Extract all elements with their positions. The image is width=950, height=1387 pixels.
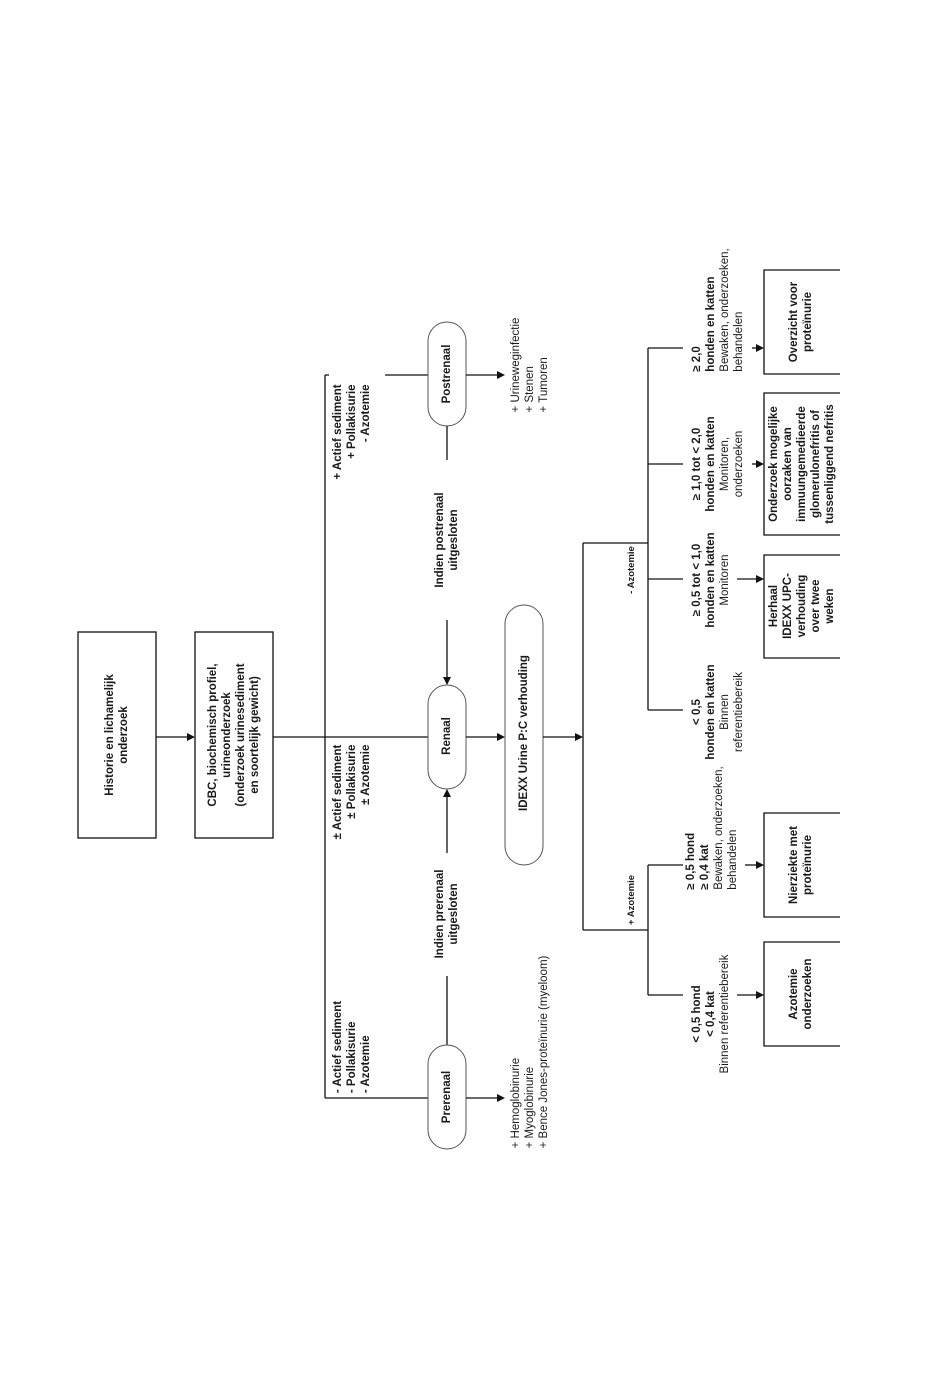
prerenal-exclusion-label: Indien prerenaal uitgesloten xyxy=(434,869,460,959)
arrow-head xyxy=(497,1094,505,1102)
upc-node-shape xyxy=(504,604,544,866)
start-label: Historie en lichamelijk onderzoek xyxy=(104,674,130,796)
action-box-onderzoek xyxy=(763,392,840,536)
action-box-azotemie xyxy=(763,941,840,1047)
action-box-nierziekte xyxy=(763,812,840,918)
action-box-herhaal xyxy=(763,554,840,659)
azotemia-label: + Azotemie xyxy=(626,874,637,926)
outcome-az-lt: < 0,5 hond < 0,4 kat Binnen referentiebe… xyxy=(691,954,731,1074)
no-azotemia-label: - Azotemie xyxy=(626,546,637,594)
outcome-ge-20: ≥ 2,0 honden en katten Bewaken, onderzoe… xyxy=(691,248,745,372)
arrow-head xyxy=(756,991,764,999)
arrow-head xyxy=(756,575,764,583)
renaal-node: Renaal xyxy=(441,717,453,755)
outcome-05-10: ≥ 0,5 tot < 1,0 honden en katten Monitor… xyxy=(691,532,731,628)
arrow-head xyxy=(756,861,764,869)
postrenal-exclusion-label: Indien postrenaal uitgesloten xyxy=(434,492,460,588)
labs-box xyxy=(194,631,274,839)
arrow-head xyxy=(756,460,764,468)
postrenal-conditions: + Actief sediment + Pollakisurie - Azote… xyxy=(332,384,372,480)
renal-conditions: ± Actief sediment ± Pollakisurie ± Azote… xyxy=(332,744,372,840)
action-herhaal-label: Herhaal IDEXX UPC- verhouding over twee … xyxy=(768,573,836,639)
labs-label: CBC, biochemisch profiel, urineonderzoek… xyxy=(207,663,261,807)
action-box-overzicht xyxy=(763,269,840,375)
action-azotemie-label: Azotemie onderzoeken xyxy=(788,958,814,1030)
upc-node: IDEXX Urine P:C verhouding xyxy=(518,655,530,811)
arrow-head xyxy=(443,789,451,797)
start-box xyxy=(77,631,157,839)
action-onderzoek-label: Onderzoek mogelijke oorzaken van immuung… xyxy=(768,404,836,524)
arrow-head xyxy=(575,733,583,741)
prerenaal-node-shape xyxy=(427,1044,467,1150)
arrow-head xyxy=(497,371,505,379)
action-nierziekte-label: Nierziekte met proteïnurie xyxy=(788,826,814,904)
postrenal-causes: + Urineweginfectie + Stenen + Tumoren xyxy=(510,317,550,413)
outcome-az-ge: ≥ 0,5 hond ≥ 0,4 kat Bewaken, onderzoeke… xyxy=(685,766,739,890)
postrenaal-node: Postrenaal xyxy=(441,344,453,404)
arrow-head xyxy=(497,733,505,741)
prerenaal-node: Prerenaal xyxy=(441,1070,453,1124)
outcome-10-20: ≥ 1,0 tot < 2,0 honden en katten Monitor… xyxy=(691,416,745,512)
arrow-head xyxy=(443,677,451,685)
arrow-head xyxy=(187,733,195,741)
prerenal-causes: + Hemoglobinurie + Myoglobinurie + Bence… xyxy=(510,955,550,1149)
action-overzicht-label: Overzicht voor proteïnurie xyxy=(788,281,814,363)
outcome-lt-05: < 0,5 honden en katten Binnen referentie… xyxy=(691,664,745,760)
prerenal-conditions: - Actief sediment - Pollakisurie - Azote… xyxy=(332,1000,372,1094)
arrow-head xyxy=(756,344,764,352)
